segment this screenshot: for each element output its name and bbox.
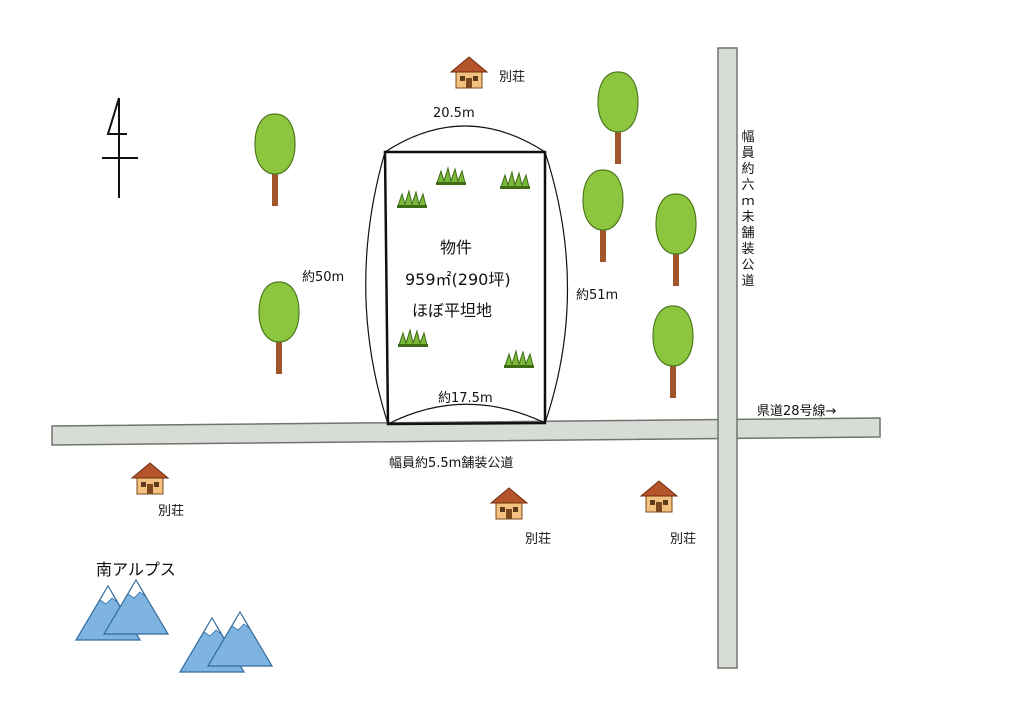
villa-label-southeast: 別荘 xyxy=(670,532,697,547)
left-depth-label: 約50m xyxy=(302,270,345,285)
mountains-label: 南アルプス xyxy=(96,560,176,579)
side-road-char: 幅 xyxy=(741,130,755,145)
grass-icon xyxy=(503,350,535,369)
tree-icon xyxy=(655,193,697,287)
property-terrain: ほぼ平坦地 xyxy=(412,301,493,320)
side-road-char: 道 xyxy=(741,274,755,289)
house-icon xyxy=(131,462,169,495)
tree-icon xyxy=(597,71,639,165)
property-parcel xyxy=(365,125,569,426)
grass-icon xyxy=(397,329,429,348)
side-road-char: 装 xyxy=(741,242,755,257)
house-icon xyxy=(640,480,678,513)
tree-icon xyxy=(582,169,624,263)
main-road-label: 幅員約5.5m舗装公道 xyxy=(389,456,514,471)
prefectural-road-label: 県道28号線→ xyxy=(757,404,837,419)
side-road-char: ｍ xyxy=(741,194,755,209)
tree-icon xyxy=(652,305,694,399)
house-icon xyxy=(450,56,488,89)
side-road-char: 六 xyxy=(741,178,755,193)
villa-label-west: 別荘 xyxy=(158,504,185,519)
main-road xyxy=(51,417,881,446)
property-area: 959㎡(290坪) xyxy=(405,270,511,289)
side-road-char: 員 xyxy=(741,146,755,161)
side-road xyxy=(717,47,738,669)
side-road-char: 舗 xyxy=(741,226,755,241)
grass-icon xyxy=(499,171,531,190)
grass-icon xyxy=(396,190,428,209)
north-arrow-icon xyxy=(102,97,138,198)
side-road-char: 公 xyxy=(741,258,755,273)
side-road-char: 未 xyxy=(741,210,755,225)
grass-icon xyxy=(435,167,467,186)
top-width-label: 20.5m xyxy=(433,106,475,121)
right-depth-label: 約51m xyxy=(576,288,619,303)
tree-icon xyxy=(258,281,300,375)
property-label: 物件 xyxy=(440,238,473,257)
villa-label-south: 別荘 xyxy=(525,532,552,547)
villa-label-north: 別荘 xyxy=(499,70,526,85)
tree-icon xyxy=(254,113,296,207)
side-road-char: 約 xyxy=(741,162,755,177)
house-icon xyxy=(490,487,528,520)
bottom-width-label: 約17.5m xyxy=(438,391,493,406)
